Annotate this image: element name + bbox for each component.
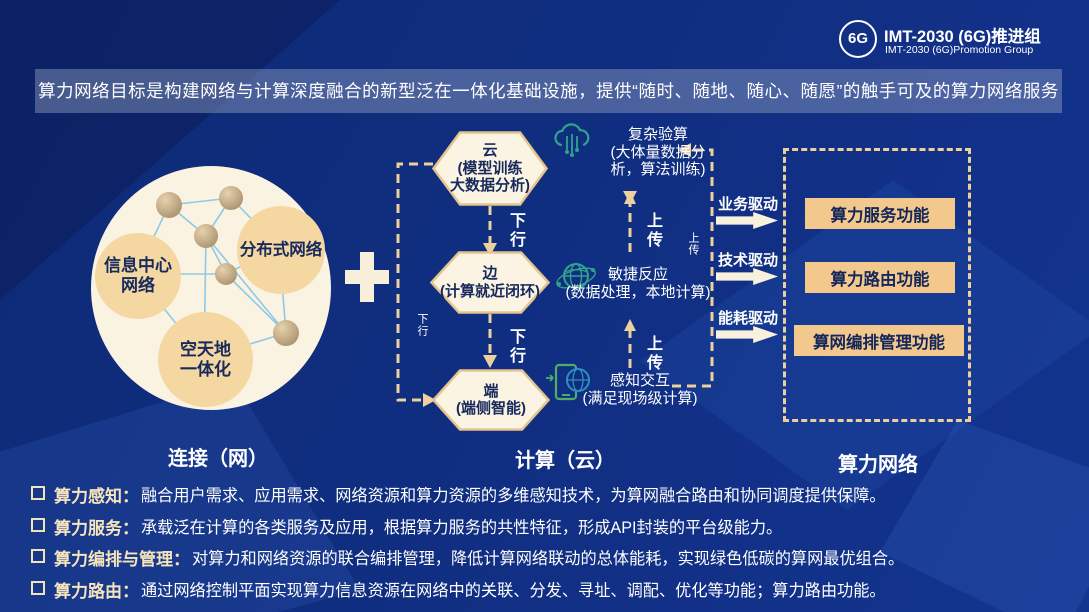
cloud-computing-icon bbox=[554, 123, 590, 157]
arrowhead bbox=[623, 191, 637, 204]
bullet-square-icon bbox=[31, 486, 45, 500]
headline-banner: 算力网络目标是构建网络与计算深度融合的新型泛在一体化基础设施，提供“随时、随地、… bbox=[35, 69, 1062, 113]
function-box-computing-routing: 算力路由功能 bbox=[805, 262, 955, 293]
hexagon-cloud: 云 (模型训练 大数据分析) bbox=[432, 131, 548, 206]
globe-icon bbox=[556, 263, 596, 289]
network-node bbox=[156, 192, 182, 218]
bullet-square-icon bbox=[31, 518, 45, 532]
driver-label-technology: 技术驱动 bbox=[718, 252, 779, 269]
network-node bbox=[215, 263, 237, 285]
arrowhead bbox=[624, 191, 636, 204]
bullet-computing-routing: 算力路由： 通过网络控制平面实现算力信息资源在网络中的关联、分发、寻址、调配、优… bbox=[31, 577, 886, 602]
plus-icon bbox=[345, 252, 389, 302]
network-node bbox=[194, 224, 218, 248]
arrowhead bbox=[624, 319, 636, 331]
bullet-term: 算力编排与管理： bbox=[54, 550, 190, 569]
arrowhead bbox=[483, 355, 497, 368]
bullet-text: 融合用户需求、应用需求、网络资源和算力资源的多维感知技术，为算网融合路由和协同调… bbox=[141, 487, 886, 505]
function-box-computing-service: 算力服务功能 bbox=[805, 198, 955, 229]
logo-title: IMT-2030 (6G)推进组 bbox=[884, 28, 1041, 46]
uplink-label-1: 上传 bbox=[644, 212, 661, 250]
bullet-text: 通过网络控制平面实现算力信息资源在网络中的关联、分发、寻址、调配、优化等功能；算… bbox=[141, 582, 886, 600]
uplink-side-label: 上传 bbox=[687, 232, 699, 256]
function-group-frame bbox=[783, 148, 971, 422]
bullet-orchestration-management: 算力编排与管理： 对算力和网络资源的联合编排管理，降低计算网络联动的总体能耗，实… bbox=[31, 545, 904, 570]
downlink-side-label: 下行 bbox=[416, 313, 428, 337]
bullet-term: 算力服务： bbox=[54, 519, 139, 538]
bullet-term: 算力路由： bbox=[54, 582, 139, 601]
function-box-orchestration-management: 算网编排管理功能 bbox=[794, 325, 964, 356]
logo-subtitle: IMT-2030 (6G)Promotion Group bbox=[885, 44, 1034, 56]
bullet-text: 承载泛在计算的各类服务及应用，根据算力服务的共性特征，形成API封装的平台级能力… bbox=[141, 519, 783, 537]
driver-label-energy: 能耗驱动 bbox=[718, 310, 779, 327]
uplink-label-2: 上传 bbox=[644, 335, 661, 373]
bullet-term: 算力感知： bbox=[54, 487, 139, 506]
downlink-bypass-path bbox=[396, 162, 433, 402]
hexagon-device: 端 (端侧智能) bbox=[432, 369, 550, 431]
circle-distributed-network: 分布式网络 bbox=[237, 206, 325, 294]
section-label-computing: 计算（云） bbox=[515, 450, 615, 472]
capability-complex-computation: 复杂验算 (大体量数据分 析，算法训练) bbox=[610, 126, 706, 178]
bullet-computing-perception: 算力感知： 融合用户需求、应用需求、网络资源和算力资源的多维感知技术，为算网融合… bbox=[31, 482, 886, 507]
driver-label-business: 业务驱动 bbox=[718, 196, 779, 213]
hexagon-edge: 边 (计算就近闭环) bbox=[430, 251, 550, 314]
circle-space-air-ground: 空天地 一体化 bbox=[158, 312, 253, 407]
driver-arrow-energy bbox=[716, 326, 778, 343]
circle-information-centric-network: 信息中心 网络 bbox=[95, 233, 181, 319]
network-node bbox=[273, 320, 299, 346]
logo-6g-icon: 6G bbox=[839, 20, 877, 58]
bullet-square-icon bbox=[31, 549, 45, 563]
section-label-computing-network: 算力网络 bbox=[838, 454, 918, 476]
capability-agile-response: 敏捷反应 (数据处理，本地计算) bbox=[565, 266, 711, 301]
bullet-square-icon bbox=[31, 581, 45, 595]
driver-arrow-business bbox=[716, 212, 778, 229]
downlink-label-2: 下行 bbox=[507, 328, 524, 366]
bullet-computing-service: 算力服务： 承载泛在计算的各类服务及应用，根据算力服务的共性特征，形成API封装… bbox=[31, 514, 782, 539]
section-label-connection: 连接（网） bbox=[168, 448, 268, 470]
device-globe-icon bbox=[546, 363, 590, 401]
bullet-text: 对算力和网络资源的联合编排管理，降低计算网络联动的总体能耗，实现绿色低碳的算网最… bbox=[192, 550, 905, 568]
downlink-label-1: 下行 bbox=[507, 212, 524, 250]
capability-perception-interaction: 感知交互 (满足现场级计算) bbox=[582, 372, 698, 407]
network-node bbox=[219, 186, 243, 210]
